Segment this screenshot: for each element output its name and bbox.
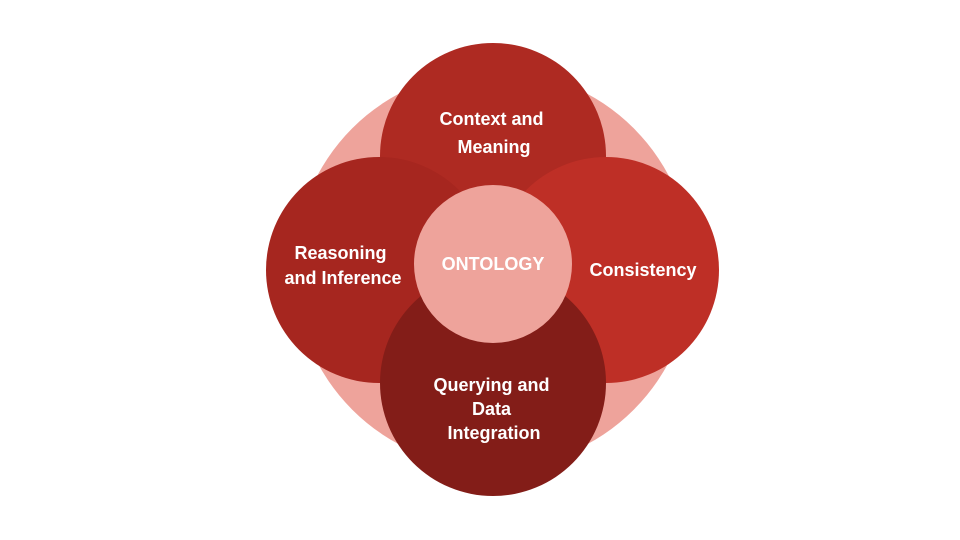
center-label: ONTOLOGY (442, 254, 545, 274)
petal-top-label-line: Context and (439, 109, 543, 129)
petal-bottom-label-line: Integration (448, 423, 541, 443)
petal-bottom-circle (380, 270, 606, 496)
petal-querying-and-data-integration (380, 270, 606, 496)
petal-bottom-label: Querying and Data Integration (433, 375, 554, 443)
center-circle (414, 185, 572, 343)
petal-top-label: Context and Meaning (439, 109, 548, 157)
petal-right-label-line: Consistency (589, 260, 696, 280)
petal-left-label-line: and Inference (284, 268, 401, 288)
petal-left-label-line: Reasoning (294, 243, 386, 263)
petal-left-label: Reasoning and Inference (284, 243, 401, 288)
petal-bottom-label-line: Data (472, 399, 512, 419)
petal-bottom-label-line: Querying and (433, 375, 549, 395)
petal-right-label: Consistency (589, 260, 696, 280)
petal-top-label-line: Meaning (457, 137, 530, 157)
